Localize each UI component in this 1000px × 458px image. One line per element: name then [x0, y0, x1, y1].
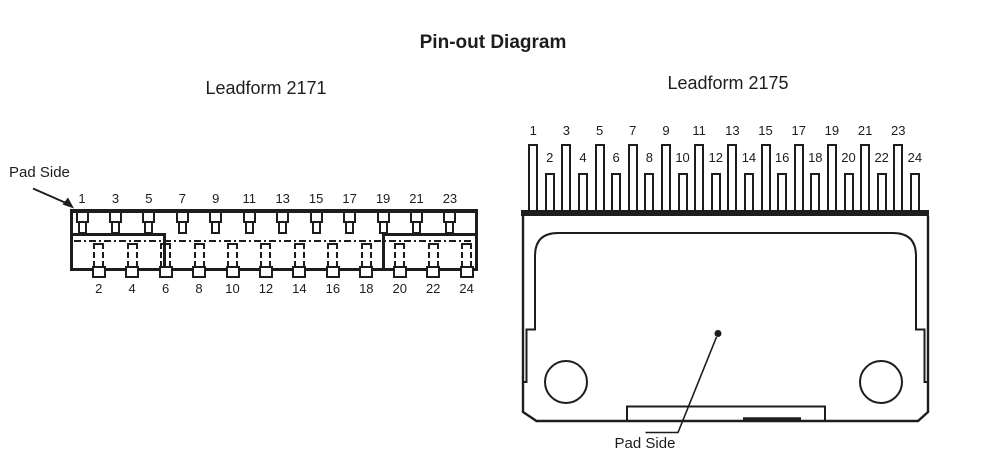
pin-number-even: 14 [741, 150, 757, 165]
pin-lead-tall [760, 144, 771, 211]
package-outer-outline [521, 216, 930, 423]
pin-number-bottom: 16 [325, 281, 341, 296]
page-title: Pin-out Diagram [419, 32, 567, 53]
pin-lead-tall [627, 144, 638, 211]
leadform-2171-pad-region-right [382, 233, 478, 271]
package-inner-outline [523, 232, 929, 383]
mounting-hole-right [859, 360, 903, 404]
pad-side-arrow-icon [32, 187, 74, 209]
pin-number-top: 9 [212, 191, 220, 206]
pin-number-odd: 19 [824, 123, 840, 138]
pin-number-odd: 21 [857, 123, 873, 138]
pin-lead-tall [727, 144, 738, 211]
pin-number-bottom: 4 [128, 281, 136, 296]
pin-number-odd: 3 [562, 123, 570, 138]
pin-number-odd: 13 [725, 123, 740, 138]
pad-side-dot [714, 330, 722, 337]
pin-number-odd: 11 [692, 123, 706, 138]
pin-number-top: 7 [178, 191, 186, 206]
pin-number-bottom: 10 [225, 281, 240, 296]
pin-number-even: 8 [645, 150, 653, 165]
pin-number-even: 12 [708, 150, 723, 165]
pin-lead-short [710, 173, 721, 211]
pin-number-even: 18 [808, 150, 823, 165]
mounting-hole-left [544, 360, 588, 404]
leadform-2171-pad-side-label: Pad Side [9, 164, 70, 181]
pin-number-odd: 15 [758, 123, 773, 138]
leadform-2175-label: Leadform 2175 [667, 73, 789, 93]
pad-side-leader-line [645, 336, 718, 434]
leadform-2171-pad-region-left [70, 233, 166, 271]
leadform-2175-top-bar [521, 210, 929, 216]
pin-number-odd: 5 [595, 123, 604, 138]
pin-number-even: 16 [774, 150, 790, 165]
pin-number-even: 6 [612, 150, 620, 165]
pin-lead-tall [561, 144, 572, 211]
pin-number-top: 11 [242, 191, 257, 206]
pin-lead-short [677, 173, 688, 211]
leadform-2171-centerline [74, 240, 474, 242]
pin-lead-tall [826, 144, 837, 211]
pin-lead-short [577, 173, 588, 211]
pin-lead-tall [594, 144, 605, 211]
pin-number-even: 4 [579, 150, 587, 165]
leadform-2175-pad-side-label: Pad Side [614, 435, 676, 452]
pin-number-bottom: 8 [195, 281, 203, 296]
pin-number-odd: 1 [529, 123, 537, 138]
pin-number-bottom: 2 [95, 281, 103, 296]
pin-number-bottom: 22 [425, 281, 441, 296]
pin-lead-short [611, 173, 622, 211]
pin-number-even: 20 [841, 150, 856, 165]
pin-number-bottom: 20 [392, 281, 407, 296]
pin-lead-short [876, 173, 887, 211]
pin-number-odd: 23 [891, 123, 906, 138]
pin-number-odd: 17 [791, 123, 806, 138]
pin-number-bottom: 18 [359, 281, 374, 296]
pin-number-even: 10 [675, 150, 690, 165]
pin-number-even: 24 [907, 150, 923, 165]
bottom-tab-outline [626, 405, 826, 421]
pin-number-top: 19 [375, 191, 391, 206]
leadform-2171-label: Leadform 2171 [205, 78, 327, 98]
pin-lead-tall [694, 144, 705, 211]
pin-lead-tall [528, 144, 539, 211]
pin-number-even: 22 [874, 150, 889, 165]
pin-number-top: 23 [442, 191, 458, 206]
pin-number-odd: 9 [662, 123, 670, 138]
leadform-2175-body-outline [521, 216, 930, 434]
pin-lead-tall [660, 144, 671, 211]
pin-lead-short [843, 173, 854, 211]
pin-lead-short [743, 173, 754, 211]
pin-number-bottom: 6 [161, 281, 170, 296]
pin-number-odd: 7 [629, 123, 637, 138]
pin-number-bottom: 24 [459, 281, 474, 296]
pin-number-bottom: 12 [258, 281, 274, 296]
pin-lead-tall [793, 144, 804, 211]
pin-number-bottom: 14 [292, 281, 307, 296]
pin-lead-tall [893, 144, 904, 211]
pin-lead-tall [860, 144, 871, 211]
pin-lead-short [909, 173, 920, 211]
pin-lead-short [644, 173, 655, 211]
pin-number-top: 13 [275, 191, 290, 206]
pin-lead-short [810, 173, 821, 211]
pin-number-even: 2 [546, 150, 554, 165]
pin-lead-short [777, 173, 788, 211]
pin-number-top: 17 [342, 191, 357, 206]
pin-number-top: 15 [308, 191, 324, 206]
pin-number-top: 3 [111, 191, 120, 206]
pin-lead-short [544, 173, 555, 211]
pin-number-top: 21 [409, 191, 424, 206]
pin-number-top: 5 [145, 191, 153, 206]
